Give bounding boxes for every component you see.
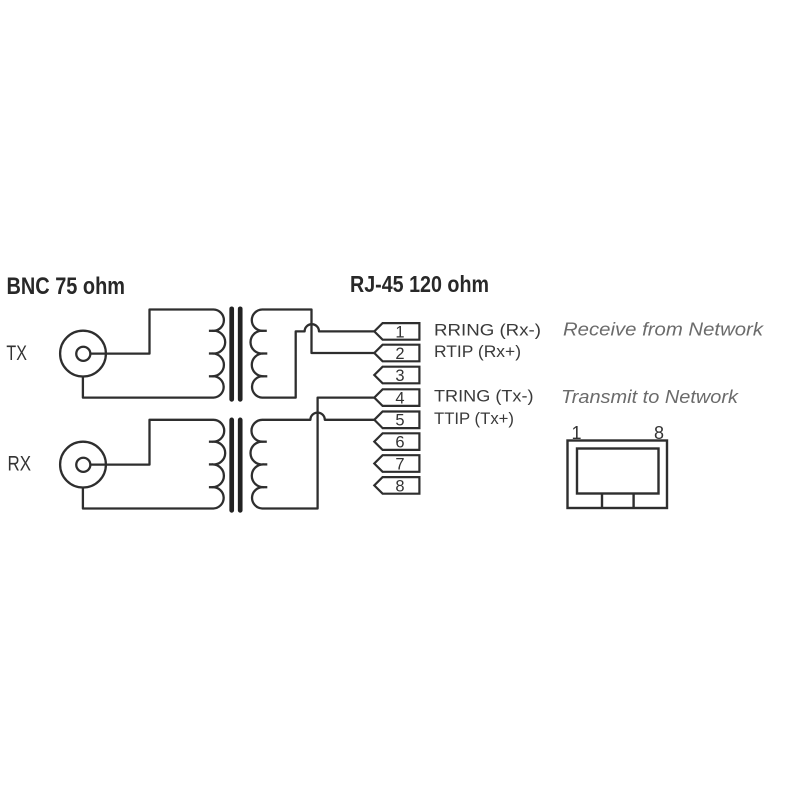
svg-text:8: 8 bbox=[654, 423, 664, 443]
svg-text:5: 5 bbox=[395, 412, 404, 430]
svg-text:7: 7 bbox=[395, 455, 404, 473]
svg-text:RRING (Rx-): RRING (Rx-) bbox=[434, 320, 541, 339]
svg-text:1: 1 bbox=[395, 323, 404, 341]
svg-text:RX: RX bbox=[8, 453, 32, 476]
svg-text:TTIP (Tx+): TTIP (Tx+) bbox=[434, 409, 514, 428]
svg-text:TX: TX bbox=[6, 342, 27, 365]
svg-text:1: 1 bbox=[571, 423, 581, 443]
svg-text:Transmit to Network: Transmit to Network bbox=[561, 386, 740, 407]
svg-text:2: 2 bbox=[395, 345, 404, 363]
svg-text:BNC 75 ohm: BNC 75 ohm bbox=[7, 273, 126, 300]
svg-text:6: 6 bbox=[395, 434, 404, 452]
svg-text:Receive from Network: Receive from Network bbox=[563, 318, 765, 339]
svg-text:4: 4 bbox=[395, 390, 404, 408]
svg-text:3: 3 bbox=[395, 367, 404, 385]
svg-text:TRING (Tx-): TRING (Tx-) bbox=[434, 386, 534, 405]
svg-text:RTIP (Rx+): RTIP (Rx+) bbox=[434, 342, 521, 361]
svg-text:8: 8 bbox=[395, 477, 404, 495]
svg-text:RJ-45 120 ohm: RJ-45 120 ohm bbox=[350, 271, 489, 297]
